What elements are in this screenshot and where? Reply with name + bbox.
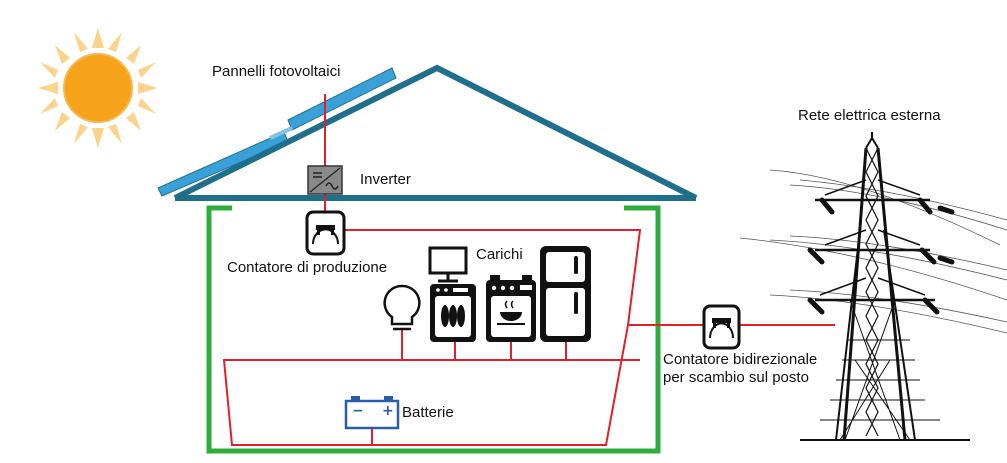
inverter-icon: [307, 165, 343, 195]
dishwasher-icon: [430, 284, 476, 342]
inverter-label: Inverter: [360, 171, 411, 188]
house-wall: [206, 205, 661, 454]
loads-label: Carichi: [476, 246, 523, 263]
oven-icon: [486, 275, 536, 342]
power-lines: [739, 169, 1007, 334]
bidirectional-meter-label-line2: per scambio sul posto: [663, 369, 809, 386]
bidirectional-meter-label-line1: Contatore bidirezionale: [663, 351, 818, 368]
bidirectional-meter-icon: [702, 304, 741, 350]
monitor-icon: [428, 246, 468, 283]
panels-label: Pannelli fotovoltaici: [212, 63, 341, 80]
meter-icon: [305, 210, 346, 256]
lightbulb-icon: [383, 284, 421, 331]
battery-plus-mark: +: [382, 403, 394, 419]
fridge-icon: [540, 246, 591, 342]
batteries-label: Batterie: [402, 404, 454, 421]
production-meter-label: Contatore di produzione: [227, 259, 388, 276]
battery-icon: − +: [344, 396, 400, 430]
power-tower-icon: [800, 132, 970, 441]
roof: [173, 64, 698, 201]
sun-icon: [38, 28, 158, 148]
grid-label: Rete elettrica esterna: [798, 107, 941, 124]
battery-minus-mark: −: [352, 403, 364, 419]
